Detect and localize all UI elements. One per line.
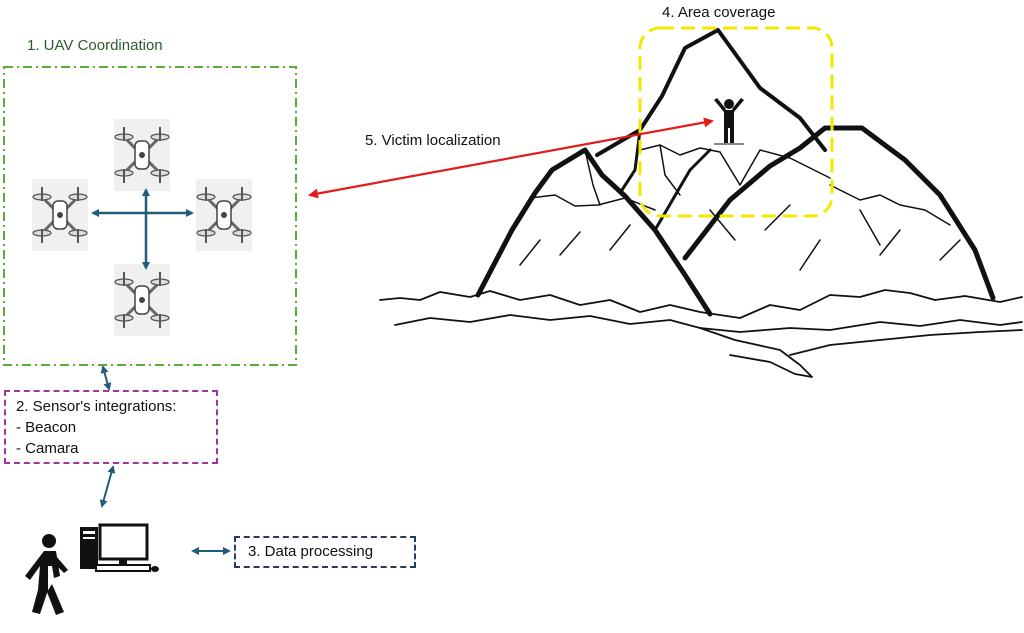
uav-coordination-box (3, 66, 297, 366)
drone-icon (112, 262, 172, 338)
sensor-title: 2. Sensor's integrations: (16, 398, 177, 415)
uav-sensor-arrow (100, 365, 112, 391)
uav-coordination-label: 1. UAV Coordination (27, 37, 163, 54)
sensor-item-camera: - Camara (16, 440, 79, 457)
data-processing-label: 3. Data processing (248, 543, 374, 560)
drone-icon (30, 177, 90, 253)
sensor-integrations-box: 2. Sensor's integrations: - Beacon - Cam… (4, 390, 218, 464)
area-coverage-label: 4. Area coverage (662, 4, 776, 21)
sensor-computer-arrow (99, 465, 116, 508)
sensor-item-beacon: - Beacon (16, 419, 77, 436)
drone-icon (194, 177, 254, 253)
victim-localization-label: 5. Victim localization (365, 132, 501, 149)
data-processing-box: 3. Data processing (234, 536, 416, 568)
computer-icon (80, 523, 159, 572)
person-walking-icon (25, 534, 68, 615)
mountain-illustration (379, 28, 1023, 378)
drone-icon (112, 117, 172, 193)
victim-localization-arrow (308, 117, 714, 199)
victim-icon (714, 98, 744, 145)
